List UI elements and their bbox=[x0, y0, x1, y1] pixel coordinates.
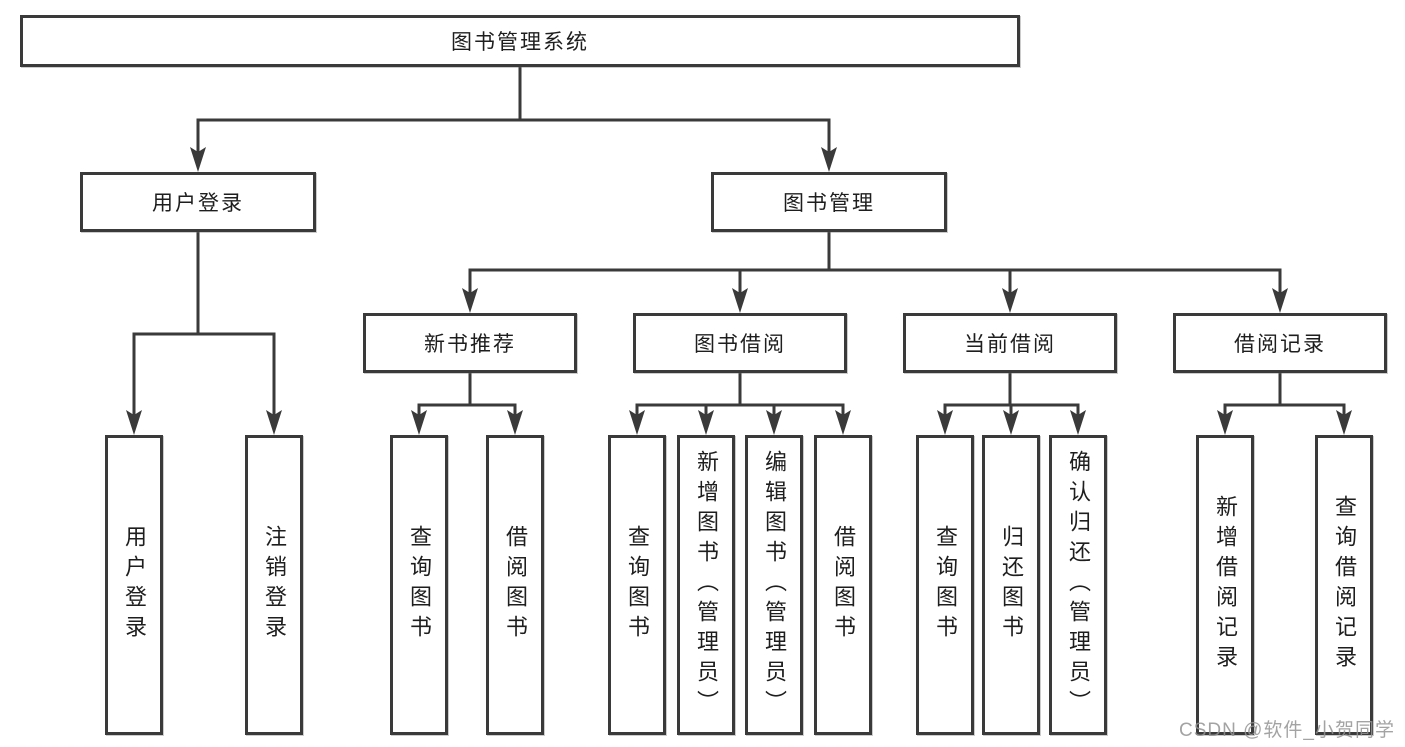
node-leaf-nbr-borrow-book: 借阅图书 bbox=[486, 435, 544, 735]
node-borrow-records-label: 借阅记录 bbox=[1234, 333, 1326, 356]
node-new-book-recommend: 新书推荐 bbox=[363, 313, 577, 373]
node-leaf-bb-query-book: 查询图书 bbox=[608, 435, 666, 735]
node-leaf-user-login-label: 用户登录 bbox=[122, 525, 147, 645]
connector-user-login-children bbox=[126, 232, 282, 435]
node-leaf-bb-borrow-book: 借阅图书 bbox=[814, 435, 872, 735]
node-root: 图书管理系统 bbox=[20, 15, 1020, 67]
connector-book-borrow-children bbox=[629, 373, 851, 435]
node-current-borrow-label: 当前借阅 bbox=[964, 333, 1056, 356]
node-leaf-bb-borrow-book-label: 借阅图书 bbox=[831, 525, 856, 645]
node-leaf-bb-query-book-label: 查询图书 bbox=[625, 525, 650, 645]
node-leaf-logout: 注销登录 bbox=[245, 435, 303, 735]
node-leaf-nbr-borrow-book-label: 借阅图书 bbox=[503, 525, 528, 645]
connector-new-book-rec-children bbox=[411, 373, 523, 435]
node-leaf-nbr-query-book-label: 查询图书 bbox=[407, 525, 432, 645]
csdn-watermark: CSDN @软件_小贺同学 bbox=[1179, 720, 1395, 741]
node-leaf-cb-confirm-return-admin: 确认归还（管理员） bbox=[1049, 435, 1107, 735]
node-user-login-label: 用户登录 bbox=[152, 192, 244, 215]
node-leaf-user-login: 用户登录 bbox=[105, 435, 163, 735]
node-leaf-br-add-record: 新增借阅记录 bbox=[1196, 435, 1254, 735]
node-new-book-recommend-label: 新书推荐 bbox=[424, 333, 516, 356]
node-leaf-bb-add-book-admin-label: 新增图书（管理员） bbox=[694, 450, 719, 720]
node-leaf-cb-return-book: 归还图书 bbox=[982, 435, 1040, 735]
connector-borrow-record-children bbox=[1217, 373, 1352, 435]
connector-current-borrow-children bbox=[937, 373, 1086, 435]
node-leaf-br-add-record-label: 新增借阅记录 bbox=[1213, 495, 1238, 675]
node-leaf-cb-query-book: 查询图书 bbox=[916, 435, 974, 735]
node-book-borrow-label: 图书借阅 bbox=[694, 333, 786, 356]
node-leaf-bb-edit-book-admin-label: 编辑图书（管理员） bbox=[762, 450, 787, 720]
node-leaf-bb-add-book-admin: 新增图书（管理员） bbox=[677, 435, 735, 735]
node-leaf-nbr-query-book: 查询图书 bbox=[390, 435, 448, 735]
node-leaf-cb-confirm-return-admin-label: 确认归还（管理员） bbox=[1066, 450, 1091, 720]
node-book-management: 图书管理 bbox=[711, 172, 947, 232]
node-leaf-cb-return-book-label: 归还图书 bbox=[999, 525, 1024, 645]
connector-book-mgmt-children bbox=[462, 232, 1288, 313]
node-leaf-bb-edit-book-admin: 编辑图书（管理员） bbox=[745, 435, 803, 735]
node-leaf-logout-label: 注销登录 bbox=[262, 525, 287, 645]
node-current-borrow: 当前借阅 bbox=[903, 313, 1117, 373]
connector-root-to-level2 bbox=[190, 66, 837, 172]
node-user-login: 用户登录 bbox=[80, 172, 316, 232]
node-leaf-cb-query-book-label: 查询图书 bbox=[933, 525, 958, 645]
node-leaf-br-query-record-label: 查询借阅记录 bbox=[1332, 495, 1357, 675]
node-book-management-label: 图书管理 bbox=[783, 192, 875, 215]
node-book-borrow: 图书借阅 bbox=[633, 313, 847, 373]
node-leaf-br-query-record: 查询借阅记录 bbox=[1315, 435, 1373, 735]
node-borrow-records: 借阅记录 bbox=[1173, 313, 1387, 373]
node-root-label: 图书管理系统 bbox=[451, 31, 589, 54]
